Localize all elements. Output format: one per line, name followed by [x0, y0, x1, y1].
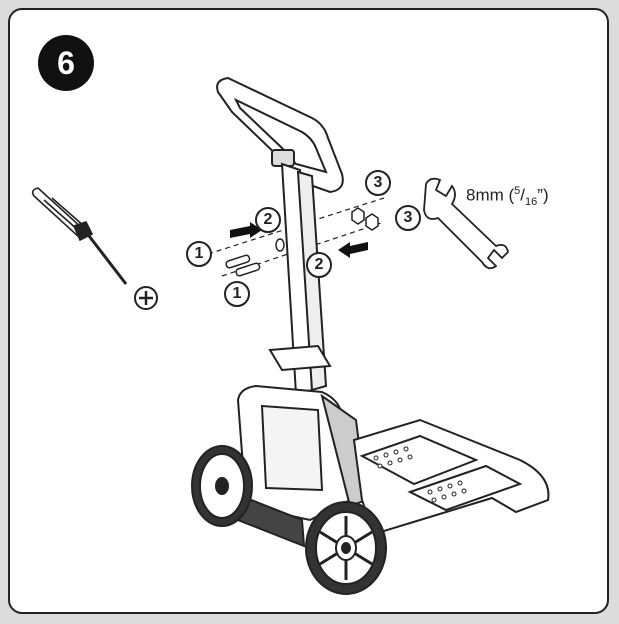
fraction-denominator: 16: [525, 196, 538, 209]
wrench-size-text: 8mm (: [466, 185, 515, 205]
fraction-separator: /: [520, 185, 526, 205]
cart-frame: [234, 384, 368, 548]
cart-base: [352, 418, 550, 536]
callout-washer-lower: 2: [306, 252, 332, 278]
open-end-wrench-icon: [423, 177, 509, 270]
wrench-size-suffix: ”): [537, 185, 549, 205]
callout-bolt-lower: 1: [224, 281, 250, 307]
bolts: [225, 254, 261, 277]
right-wheel: [305, 501, 387, 595]
callout-washer-upper: 2: [255, 207, 281, 233]
cart-handle: [216, 76, 344, 194]
callout-bolt-upper: 1: [186, 241, 212, 267]
nuts: [351, 207, 379, 231]
left-wheel: [191, 445, 253, 527]
callout-nut-upper: 3: [365, 170, 391, 196]
step-number-badge: 6: [38, 35, 94, 91]
cart-column: [268, 162, 332, 396]
insert-arrow-icon: [230, 222, 368, 258]
callout-nut-lower: 3: [395, 205, 421, 231]
screwdriver-icon: [31, 187, 128, 285]
phillips-head-icon: [134, 286, 158, 310]
wrench-size-label: 8mm (5/16”): [466, 185, 549, 208]
fraction-numerator: 5: [514, 185, 521, 197]
